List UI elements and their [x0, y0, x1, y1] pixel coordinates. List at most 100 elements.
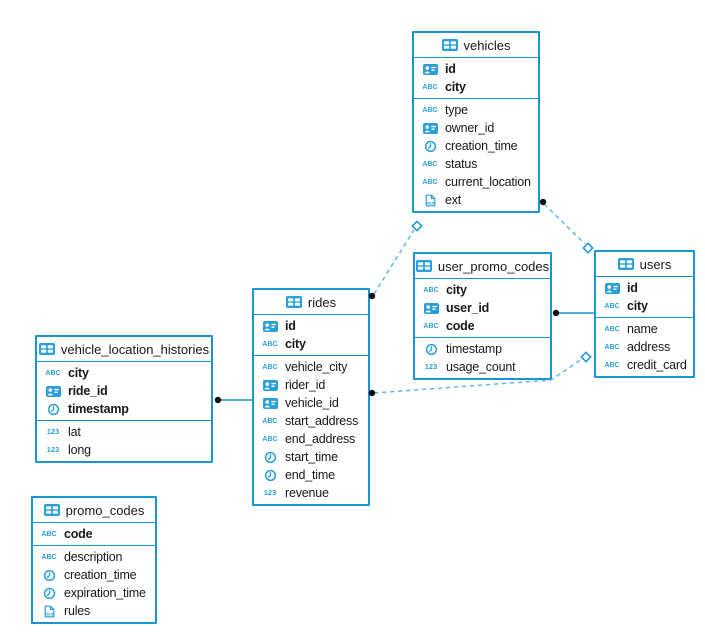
relation-endpoint-dot [552, 309, 560, 317]
table-header[interactable]: vehicles [414, 33, 538, 58]
table-header[interactable]: users [596, 252, 693, 277]
column-ride_id[interactable]: ride_id [37, 382, 211, 400]
abc-text-type-icon: ABC [262, 340, 278, 348]
column-user_id[interactable]: user_id [415, 299, 550, 317]
abc-text-type-icon: ABC [262, 435, 278, 443]
abc-text-type-icon: ABC [604, 302, 620, 310]
column-start_time[interactable]: start_time [254, 448, 368, 466]
table-icon [38, 343, 55, 355]
abc-text-type-icon: ABC [262, 417, 278, 425]
id-badge-icon [262, 397, 278, 409]
table-header[interactable]: vehicle_location_histories [37, 337, 211, 362]
column-ext[interactable]: JSON ext [414, 191, 538, 209]
column-creation_time[interactable]: creation_time [414, 137, 538, 155]
relation-vehicles-users[interactable] [539, 198, 594, 254]
relation-endpoint-diamond [582, 242, 594, 254]
id-badge-icon [45, 385, 61, 397]
column-timestamp[interactable]: timestamp [37, 400, 211, 418]
column-label: usage_count [446, 360, 516, 374]
column-id[interactable]: id [414, 60, 538, 78]
clock-icon [424, 140, 436, 152]
column-label: code [446, 319, 475, 333]
column-label: code [64, 527, 93, 541]
column-timestamp[interactable]: timestamp [415, 340, 550, 358]
abc-text-type-icon: ABC [423, 286, 439, 294]
relation-user_promo_codes-users[interactable] [552, 309, 595, 317]
table-header[interactable]: promo_codes [33, 498, 155, 523]
table-header[interactable]: rides [254, 290, 368, 315]
relation-endpoint-diamond [411, 220, 423, 232]
column-city[interactable]: ABC city [415, 281, 550, 299]
column-label: timestamp [446, 342, 502, 356]
abc-text-type-icon: ABC [604, 361, 620, 369]
column-expiration_time[interactable]: expiration_time [33, 584, 155, 602]
column-label: vehicle_id [285, 396, 339, 410]
column-label: credit_card [627, 358, 687, 372]
123-number-type-icon: 123 [263, 488, 277, 498]
id-badge-icon [604, 282, 620, 294]
column-credit_card[interactable]: ABC credit_card [596, 356, 693, 374]
relation-vehicle_location_histories-rides[interactable] [214, 396, 253, 404]
table-icon [617, 258, 634, 270]
column-label: creation_time [445, 139, 518, 153]
relation-endpoint-dot [214, 396, 222, 404]
column-id[interactable]: id [254, 317, 368, 335]
table-icon [441, 39, 458, 51]
column-vehicle_id[interactable]: vehicle_id [254, 394, 368, 412]
column-owner_id[interactable]: owner_id [414, 119, 538, 137]
column-creation_time[interactable]: creation_time [33, 566, 155, 584]
column-id[interactable]: id [596, 279, 693, 297]
column-end_time[interactable]: end_time [254, 466, 368, 484]
column-label: name [627, 322, 658, 336]
relation-endpoint-dot [539, 198, 547, 206]
relation-endpoint-diamond [580, 351, 592, 363]
abc-text-type-icon: ABC [422, 106, 438, 114]
column-label: ext [445, 193, 462, 207]
column-label: id [285, 319, 296, 333]
table-icon [43, 504, 60, 516]
column-label: owner_id [445, 121, 495, 135]
id-badge-icon [422, 63, 438, 75]
id-badge-icon [262, 320, 278, 332]
table-title: vehicle_location_histories [60, 341, 210, 357]
abc-text-type-icon: ABC [422, 178, 438, 186]
clock-icon [425, 343, 437, 355]
json-icon: JSON [44, 605, 55, 617]
json-icon: JSON [425, 194, 436, 206]
abc-text-type-icon: ABC [45, 369, 61, 377]
table-header[interactable]: user_promo_codes [415, 254, 550, 279]
column-label: city [446, 283, 467, 297]
column-rider_id[interactable]: rider_id [254, 376, 368, 394]
